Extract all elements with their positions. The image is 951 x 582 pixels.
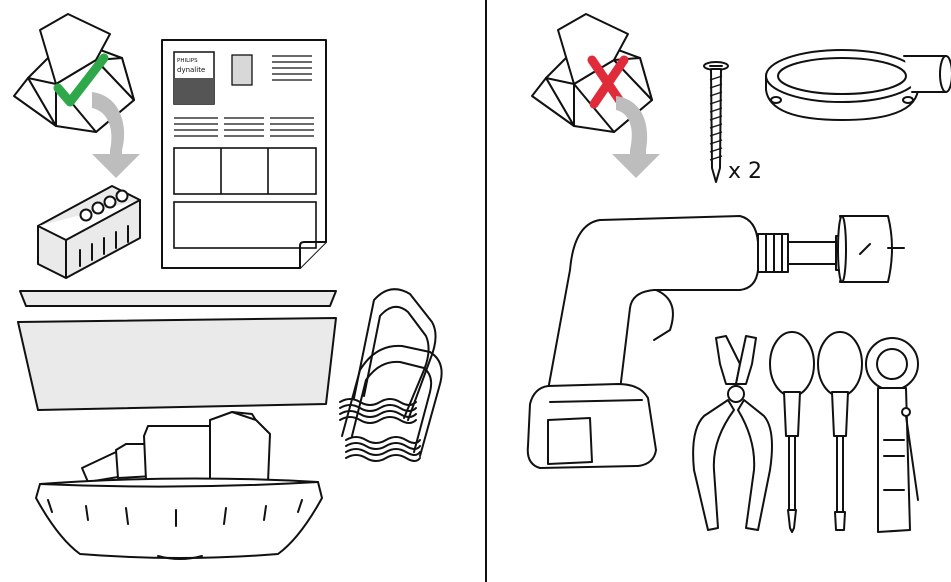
gasket-strip bbox=[19, 290, 337, 307]
not-included-panel: x 2 bbox=[526, 13, 951, 533]
cordless-drill bbox=[526, 215, 905, 469]
sensor-base-unit bbox=[35, 411, 323, 560]
screwdriver-phillips bbox=[769, 331, 815, 533]
pliers bbox=[692, 335, 773, 531]
mounting-ring bbox=[765, 49, 951, 121]
down-arrow-icon bbox=[612, 96, 660, 178]
spring-clips bbox=[339, 288, 443, 462]
sensor-cover bbox=[17, 317, 337, 411]
included-panel: PHILIPS dynalite bbox=[13, 13, 443, 560]
terminal-block-connector bbox=[37, 185, 141, 279]
brand-dynalite-label: dynalite bbox=[177, 66, 205, 74]
wire-stripper bbox=[865, 337, 919, 533]
screw: x 2 bbox=[703, 61, 762, 184]
screw-quantity-label: x 2 bbox=[728, 159, 762, 184]
down-arrow-icon bbox=[92, 92, 140, 178]
screwdriver-flat bbox=[817, 331, 863, 531]
instruction-leaflet: PHILIPS dynalite bbox=[161, 39, 327, 269]
brand-philips-label: PHILIPS bbox=[177, 58, 198, 64]
check-icon bbox=[53, 53, 109, 107]
